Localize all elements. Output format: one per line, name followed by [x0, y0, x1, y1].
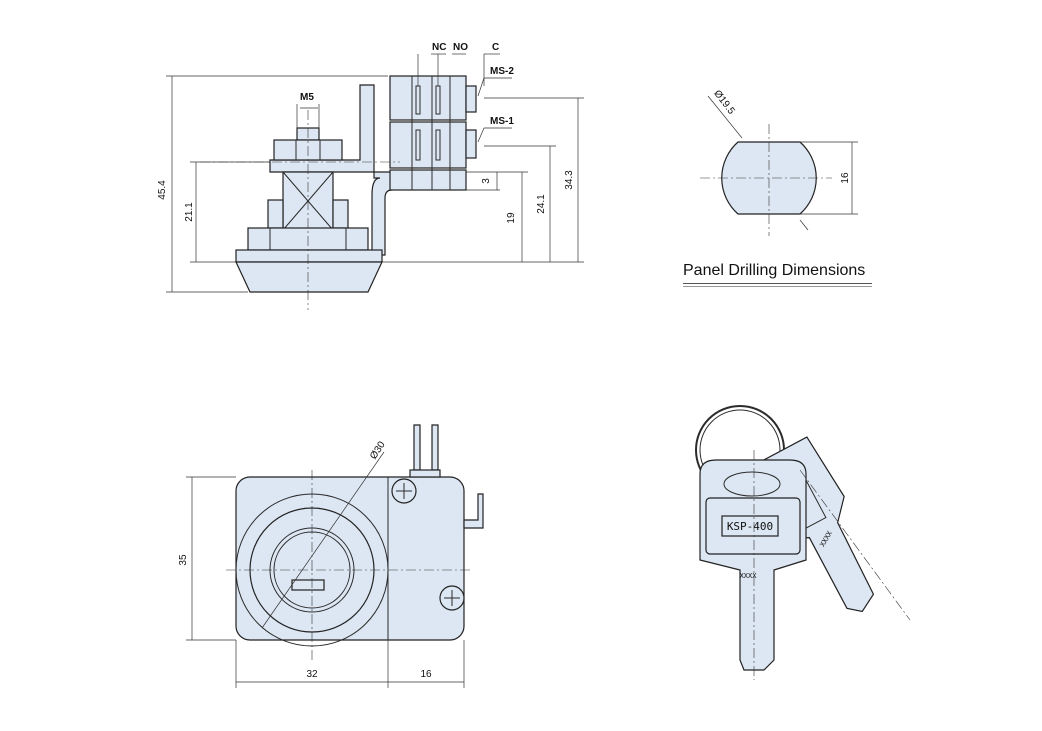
front-view: Ø30 35 32 16 — [178, 424, 484, 688]
label-ms2: MS-2 — [490, 66, 514, 77]
terminal-b — [431, 424, 439, 471]
drill-diameter: Ø19.5 — [711, 88, 736, 117]
microswitch-ms2 — [389, 75, 467, 121]
terminal-a — [413, 424, 421, 471]
side-view: NC NO C MS-2 MS-1 45.4 21.1 — [157, 42, 584, 310]
label-nc: NC — [432, 42, 446, 53]
label-no: NO — [453, 42, 468, 53]
panel-drilling-view: 16 Ø19.5 — [700, 88, 858, 236]
dim-3: 3 — [481, 178, 492, 184]
dim-34-3: 34.3 — [564, 170, 575, 190]
dim-16: 16 — [420, 669, 432, 680]
key-illustration: KSP-400 XXXX XXXX — [695, 405, 911, 680]
terminal-base — [409, 469, 441, 478]
flange — [235, 249, 383, 263]
bracket-lower — [371, 171, 393, 256]
key-model: KSP-400 — [727, 520, 773, 533]
title-underline — [683, 283, 872, 284]
plunger-ms2 — [465, 85, 477, 113]
front-dia: Ø30 — [368, 439, 388, 461]
title-underline-2 — [683, 286, 872, 287]
terminal-side — [463, 493, 484, 529]
panel-drilling-title: Panel Drilling Dimensions — [683, 262, 866, 279]
dim-45-4: 45.4 — [157, 180, 168, 200]
label-c: C — [492, 42, 499, 53]
key-slot — [291, 579, 325, 591]
front-key — [699, 459, 807, 671]
dim-24-1: 24.1 — [536, 194, 547, 214]
key-label-box — [721, 515, 779, 537]
switch-base — [389, 169, 467, 191]
plunger-ms1 — [465, 129, 477, 159]
dim-32: 32 — [306, 669, 318, 680]
label-m5: M5 — [300, 92, 314, 103]
drill-width: 16 — [840, 172, 851, 184]
dim-35: 35 — [178, 554, 189, 566]
microswitch-ms1 — [389, 121, 467, 169]
key-code-front: XXXX — [740, 572, 758, 580]
thread-left — [267, 199, 284, 229]
dim-21-1: 21.1 — [184, 202, 195, 222]
bracket-upper — [269, 84, 375, 173]
label-ms1: MS-1 — [490, 116, 514, 127]
thread-right — [332, 199, 349, 229]
dim-19: 19 — [506, 212, 517, 224]
bezel — [235, 261, 383, 293]
